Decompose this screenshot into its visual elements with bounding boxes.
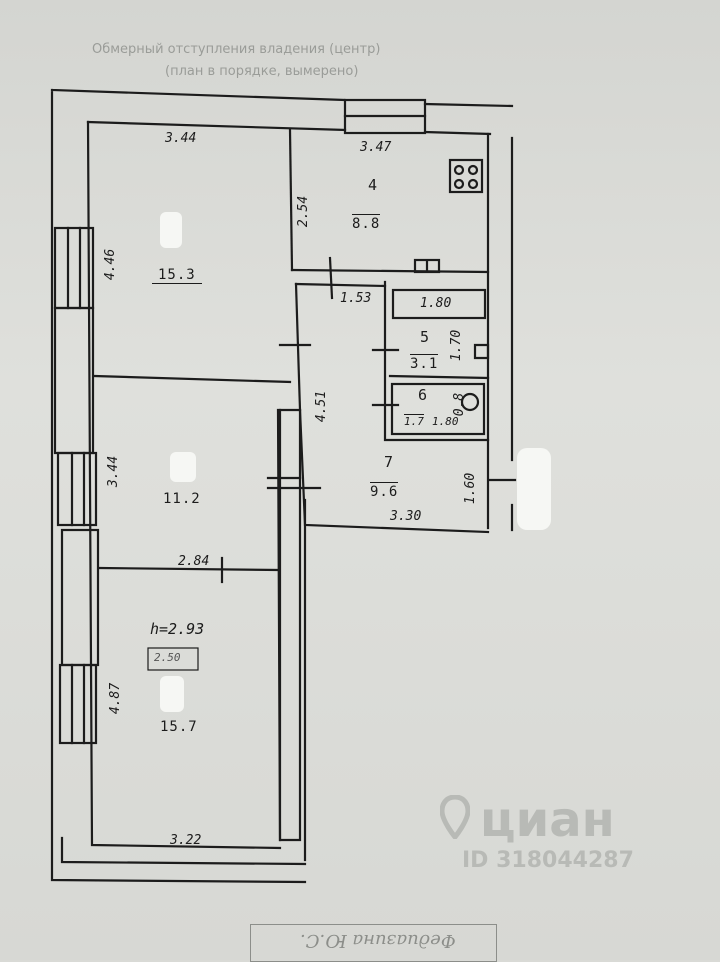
dim-room7-bottom: 3.30	[390, 509, 422, 524]
dim-room3-left: 4.87	[108, 682, 124, 715]
dim-room5-right: 1.70	[449, 329, 465, 362]
room-4-number: 4	[368, 176, 378, 194]
room-2-area: 11.2	[163, 491, 201, 507]
room-7-area: 9.6	[370, 482, 399, 500]
dim-hall-top: 1.53	[340, 291, 372, 306]
dim-room7-right: 1.60	[463, 472, 479, 505]
room-6-extra: 1.80	[432, 415, 459, 428]
room-4-area: 8.8	[352, 214, 381, 232]
background-text-top: Обмерный отступления владения (центр)	[92, 42, 381, 57]
room-1-area: 15.3	[152, 268, 202, 284]
room-6-number: 6	[418, 386, 428, 404]
background-text-second: (план в порядке, вымерено)	[165, 64, 359, 79]
dim-room6-right: 0.8	[452, 392, 468, 417]
dim-room4-top: 3.47	[360, 140, 392, 155]
small-box-value: 2.50	[154, 651, 181, 664]
dim-room3-top: 2.84	[178, 554, 210, 569]
bottom-stamp-text: Федиазина Ю.С.	[300, 930, 456, 951]
dim-room3-bottom: 3.22	[170, 833, 202, 848]
dim-room7-left: 4.51	[314, 390, 330, 423]
room-5-number: 5	[420, 328, 430, 346]
dim-room4-left: 2.54	[296, 195, 312, 228]
dim-room1-top: 3.44	[165, 131, 197, 146]
location-pin-icon	[439, 794, 471, 841]
room-6-area: 1.7	[404, 414, 424, 428]
dim-room5-top: 1.80	[420, 296, 452, 311]
dim-room1-left: 4.46	[103, 248, 119, 281]
ceiling-height: h=2.93	[150, 620, 205, 638]
room-7-number: 7	[384, 453, 394, 471]
watermark-id: ID 318044287	[462, 848, 634, 873]
watermark-brand: циан	[480, 792, 615, 848]
room-5-area: 3.1	[410, 354, 439, 372]
room-3-area: 15.7	[160, 719, 198, 735]
dim-room2-left: 3.44	[106, 455, 122, 488]
